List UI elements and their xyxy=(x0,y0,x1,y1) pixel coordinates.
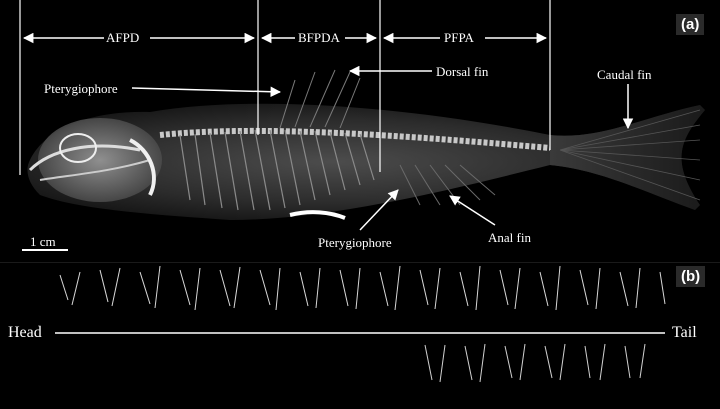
label-anal-fin: Anal fin xyxy=(488,230,531,245)
pterygiophore-strip-top xyxy=(59,265,666,311)
region-label-afpd: AFPD xyxy=(106,30,140,45)
label-dorsal-fin: Dorsal fin xyxy=(436,64,489,79)
label-caudal-fin: Caudal fin xyxy=(597,67,652,82)
panel-label-a: (a) xyxy=(676,14,705,35)
scale-bar-label: 1 cm xyxy=(30,234,56,249)
axis-label-tail: Tail xyxy=(672,324,697,341)
panel-divider xyxy=(0,262,720,263)
label-pterygiophore-bottom: Pterygiophore xyxy=(318,235,392,250)
panel-label-b: (b) xyxy=(676,266,706,287)
label-pterygiophore-top: Pterygiophore xyxy=(44,81,118,96)
region-boundaries xyxy=(19,0,551,175)
region-label-bfpda: BFPDA xyxy=(298,30,340,45)
axis-label-head: Head xyxy=(8,324,42,341)
fish-body xyxy=(27,69,705,220)
region-label-pfpa: PFPA xyxy=(444,30,474,45)
pterygiophore-strip-bottom xyxy=(424,343,646,383)
